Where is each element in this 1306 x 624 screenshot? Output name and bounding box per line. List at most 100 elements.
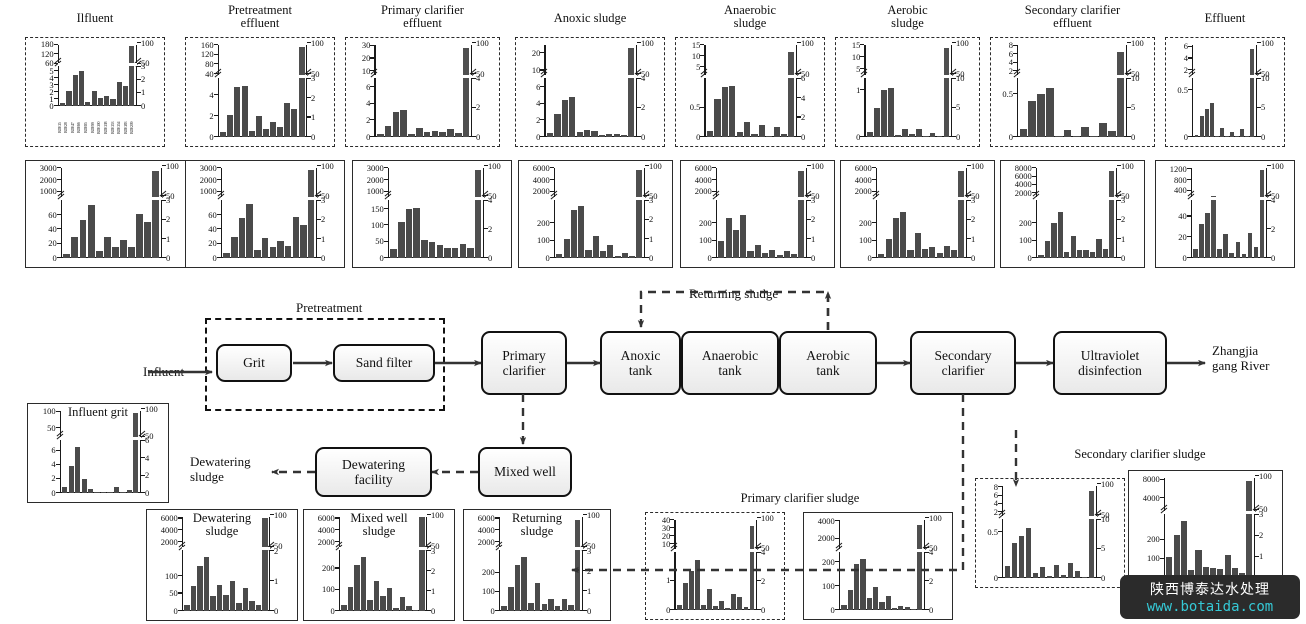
- y-tick-left: [860, 56, 865, 58]
- node-aerobic-tank[interactable]: Aerobic tank: [779, 331, 877, 395]
- y-tick-left: [549, 167, 554, 169]
- bar-BDE99: [373, 580, 380, 611]
- y-tick-left: [177, 574, 182, 576]
- bar-BDE47: [1204, 108, 1209, 137]
- y-tick-left: [834, 520, 839, 522]
- y-tick-left: [56, 228, 61, 230]
- bar-BDE15: [1019, 129, 1028, 137]
- y-tick-left: [860, 135, 865, 137]
- node-mixed-well[interactable]: Mixed well: [478, 447, 572, 497]
- y-tick-right: [967, 199, 971, 201]
- x-ticklabel-BDE209: BDE209: [129, 121, 135, 135]
- bar-BDE15: [501, 606, 507, 611]
- chart-bars: [390, 168, 482, 258]
- y-ticklabel-left: 200: [1147, 534, 1160, 545]
- axis-break-band: [181, 547, 270, 551]
- y-ticklabel-right: 2: [431, 565, 436, 576]
- bar-BDE138: [1081, 126, 1090, 137]
- y-tick-left: [998, 486, 1002, 488]
- bar-BDE209: [743, 606, 749, 610]
- bar-BDE15: [223, 253, 230, 258]
- pretreatment-group-box: [205, 318, 445, 411]
- node-grit[interactable]: Grit: [216, 344, 292, 382]
- axis-break-band: [1163, 510, 1255, 514]
- bar-BDE138: [1230, 132, 1235, 137]
- node-ultraviolet-disinfection[interactable]: Ultraviolet disinfection: [1053, 331, 1167, 395]
- y-tick-left: [213, 135, 218, 137]
- chart-axis-left: [875, 168, 878, 258]
- y-ticklabel-right: 3: [1121, 195, 1126, 206]
- y-tick-left: [177, 517, 182, 519]
- bar-BDE85: [894, 134, 901, 137]
- bar-BDE15: [341, 605, 347, 611]
- y-ticklabel-right: 0: [801, 131, 806, 142]
- bar-BDE138: [915, 129, 922, 137]
- y-ticklabel-right: 1: [811, 233, 816, 244]
- node-anoxic-tank[interactable]: Anoxic tank: [600, 331, 681, 395]
- bar-BDE154: [1247, 233, 1253, 258]
- chart-axis-left: [553, 168, 556, 258]
- y-tick-right: [317, 218, 321, 220]
- node-dewatering-facility[interactable]: Dewatering facility: [315, 447, 432, 497]
- bar-BDE99: [743, 122, 751, 137]
- y-tick-left: [1013, 53, 1017, 55]
- y-ticklabel-right: 100: [929, 512, 942, 523]
- chart-axis-left: [60, 168, 63, 258]
- y-ticklabel-left: 0: [856, 131, 861, 142]
- bar-BDE153: [1224, 555, 1231, 578]
- chart-bars: [1019, 45, 1125, 137]
- y-ticklabel-left: 100: [859, 235, 872, 246]
- y-ticklabel-left: 0: [379, 252, 384, 263]
- bar-BDE28: [347, 586, 354, 611]
- bar-BDE154: [731, 593, 737, 610]
- bar-BDE28: [847, 589, 853, 610]
- y-tick-left: [1186, 236, 1191, 238]
- y-tick-left: [494, 517, 499, 519]
- bar-BDE85: [1214, 136, 1219, 137]
- bar-BDE66: [203, 556, 210, 611]
- y-ticklabel-left: 4: [209, 89, 214, 100]
- bar-BDE66: [1209, 103, 1214, 137]
- y-ticklabel-left: 0.5: [689, 102, 701, 113]
- y-ticklabel-left: 120: [40, 48, 54, 59]
- y-ticklabel-right: 1: [587, 585, 592, 596]
- y-ticklabel-right: 0: [1131, 131, 1136, 142]
- bar-BDE85: [747, 251, 754, 258]
- y-tick-right: [1267, 256, 1271, 258]
- y-ticklabel-right: 4: [801, 92, 806, 103]
- bar-BDE153: [236, 602, 242, 611]
- y-ticklabel-right: 100: [1259, 470, 1272, 481]
- bar-BDE28: [68, 466, 74, 493]
- y-ticklabel-left: 2000: [39, 174, 57, 185]
- y-ticklabel-right: 50: [431, 541, 440, 552]
- chart-baseline: [374, 135, 472, 137]
- y-tick-right: [952, 41, 956, 43]
- y-tick-left: [56, 256, 61, 258]
- y-ticklabel-left: 100: [482, 586, 495, 597]
- y-tick-left: [1186, 168, 1191, 170]
- chart-axis-right: [1115, 168, 1117, 258]
- y-ticklabel-right: 50: [145, 431, 154, 442]
- chart-axis-left: [220, 168, 223, 258]
- y-ticklabel-right: 50: [1131, 68, 1140, 79]
- node-sand-filter[interactable]: Sand filter: [333, 344, 435, 382]
- watermark-url-text: www.botaida.com: [1146, 599, 1274, 615]
- y-ticklabel-left: 20: [208, 238, 217, 249]
- y-ticklabel-right: 3: [141, 61, 146, 72]
- y-tick-right: [307, 77, 311, 79]
- y-ticklabel-right: 50: [641, 68, 650, 79]
- node-secondary-clarifier[interactable]: Secondary clarifier: [910, 331, 1016, 395]
- bar-BDE138: [1235, 242, 1241, 258]
- bar-BDE153: [393, 607, 399, 611]
- chart-baseline: [1192, 135, 1257, 137]
- y-tick-left: [860, 89, 865, 91]
- y-ticklabel-left: 2000: [160, 536, 178, 547]
- y-ticklabel-left: 30: [661, 522, 671, 533]
- node-primary-clarifier[interactable]: Primary clarifier: [481, 331, 567, 395]
- bar-BDE100: [1072, 136, 1081, 137]
- bar-BDE99: [1223, 234, 1229, 258]
- node-anaerobic-tank[interactable]: Anaerobic tank: [681, 331, 779, 395]
